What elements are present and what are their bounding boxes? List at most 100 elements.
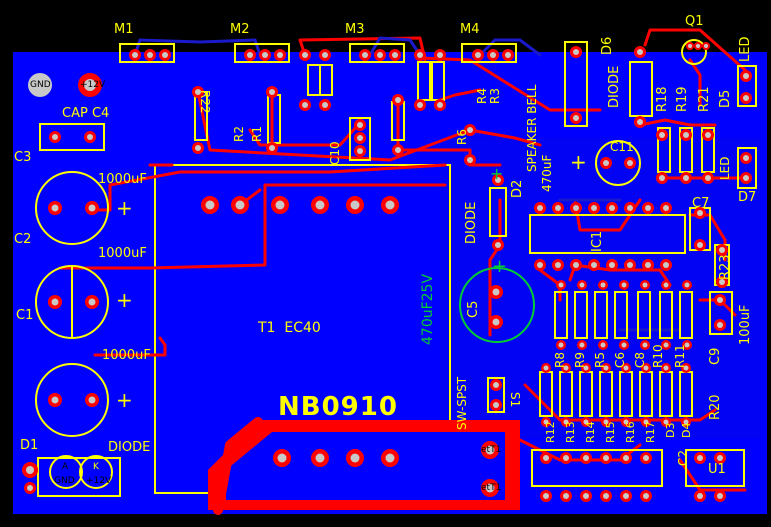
pad-hole bbox=[395, 97, 401, 103]
pad-hole bbox=[683, 365, 689, 371]
pad-hole bbox=[275, 200, 285, 210]
label-r14: R14 bbox=[584, 421, 597, 443]
label-r22: R22 bbox=[198, 90, 212, 114]
pad-hole bbox=[27, 485, 33, 491]
pad-hole bbox=[475, 52, 481, 58]
power-traces bbox=[148, 163, 520, 515]
pad-hole bbox=[697, 210, 703, 216]
pad-hole bbox=[697, 242, 703, 248]
pad-hole bbox=[490, 52, 496, 58]
pad-hole bbox=[493, 402, 499, 408]
pad-hole bbox=[315, 200, 325, 210]
pad-hole bbox=[262, 52, 268, 58]
pad-hole bbox=[417, 52, 423, 58]
pad-hole bbox=[392, 52, 398, 58]
pad-hole bbox=[696, 44, 700, 48]
label-r6: R6 bbox=[455, 129, 469, 145]
label-1000uf-b: 1000uF bbox=[98, 246, 147, 261]
label-12v-bot: +12V bbox=[86, 476, 112, 486]
pad-hole bbox=[537, 205, 543, 211]
label-r23: R23 bbox=[718, 254, 733, 280]
pad-hole bbox=[543, 455, 549, 461]
label-d5: D5 bbox=[718, 89, 733, 108]
pad-hole bbox=[603, 493, 609, 499]
pad-hole bbox=[51, 204, 59, 212]
pad-hole bbox=[743, 155, 749, 161]
pad-hole bbox=[205, 200, 215, 210]
pad-hole bbox=[697, 493, 703, 499]
pad-hole bbox=[663, 419, 669, 425]
pad-hole bbox=[663, 342, 669, 348]
label-s1: S1 bbox=[508, 392, 522, 408]
pad-hole bbox=[663, 262, 669, 268]
pad-hole bbox=[322, 52, 328, 58]
pad-hole bbox=[558, 282, 564, 288]
label-gnd-top: GND bbox=[30, 80, 51, 90]
pad-hole bbox=[195, 145, 201, 151]
pad-hole bbox=[162, 52, 168, 58]
pad-hole bbox=[88, 204, 96, 212]
pad-hole bbox=[627, 262, 633, 268]
pad-hole bbox=[437, 102, 443, 108]
label-r4: R4 bbox=[475, 88, 489, 104]
pad-hole bbox=[683, 132, 689, 138]
label-c7: C7 bbox=[692, 196, 710, 211]
pad-hole bbox=[627, 160, 633, 166]
plus-c11: + bbox=[570, 150, 587, 174]
pad-hole bbox=[302, 52, 308, 58]
pad-hole bbox=[485, 445, 495, 455]
label-c3: C3 bbox=[14, 150, 32, 165]
plus-d2: + bbox=[490, 164, 504, 183]
pad-hole bbox=[543, 419, 549, 425]
label-jet1-a: etT1 bbox=[481, 445, 502, 455]
plus-c2: + bbox=[116, 196, 133, 220]
pad-hole bbox=[684, 282, 690, 288]
label-r11: R11 bbox=[673, 344, 687, 368]
pad-hole bbox=[609, 262, 615, 268]
pad-hole bbox=[637, 119, 643, 125]
pad-hole bbox=[147, 52, 153, 58]
pad-hole bbox=[600, 342, 606, 348]
label-r20: R20 bbox=[708, 394, 723, 420]
label-r16: R16 bbox=[624, 421, 637, 443]
pad-hole bbox=[579, 342, 585, 348]
pad-hole bbox=[684, 342, 690, 348]
label-d3: D3 bbox=[664, 422, 677, 438]
label-r15: R15 bbox=[604, 421, 617, 443]
label-m4: M4 bbox=[460, 22, 480, 37]
pad-hole bbox=[132, 52, 138, 58]
label-c2: C2 bbox=[14, 232, 32, 247]
label-led-mid: LED bbox=[718, 156, 732, 180]
label-r2: R2 bbox=[232, 126, 246, 142]
label-m2: M2 bbox=[230, 22, 250, 37]
pad-hole bbox=[705, 175, 711, 181]
label-c2b: C2 bbox=[676, 449, 690, 466]
pad-hole bbox=[704, 44, 708, 48]
label-r18: R18 bbox=[655, 86, 670, 112]
capacitor-outlines bbox=[35, 39, 707, 489]
pad-hole bbox=[603, 455, 609, 461]
pad-hole bbox=[583, 419, 589, 425]
label-1000uf-a: 1000uF bbox=[98, 172, 147, 187]
pad-hole bbox=[719, 247, 725, 253]
label-12v-top: +12V bbox=[80, 80, 106, 90]
label-c11: C11 bbox=[610, 140, 634, 154]
pad-hole bbox=[558, 342, 564, 348]
plus-c3: + bbox=[116, 388, 133, 412]
pad-hole bbox=[743, 95, 749, 101]
pad-hole bbox=[743, 73, 749, 79]
pad-hole bbox=[591, 262, 597, 268]
label-t1: T1 EC40 bbox=[258, 320, 321, 336]
label-led-top: LED bbox=[738, 36, 753, 62]
pad-hole bbox=[579, 282, 585, 288]
label-r12: R12 bbox=[544, 421, 557, 443]
label-c1: C1 bbox=[16, 308, 34, 323]
label-cap-c4: CAP C4 bbox=[62, 106, 110, 121]
pad-hole bbox=[322, 102, 328, 108]
pad-hole bbox=[642, 282, 648, 288]
pad-hole bbox=[485, 483, 495, 493]
pad-hole bbox=[26, 466, 34, 474]
